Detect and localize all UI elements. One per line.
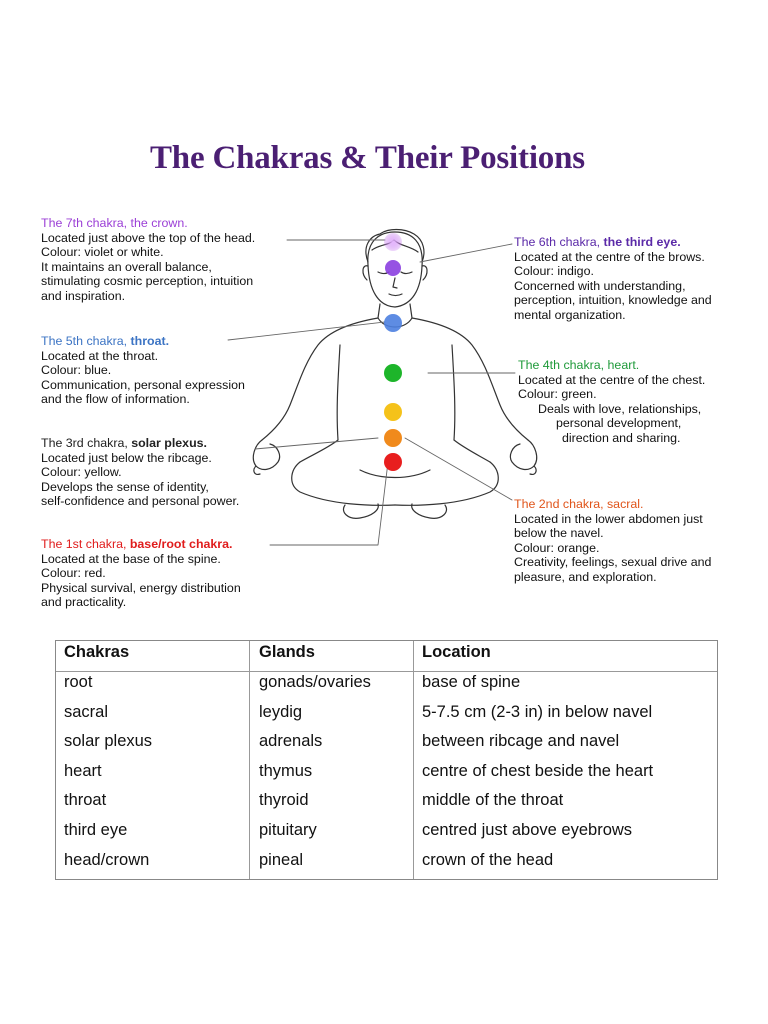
throat-line: and the flow of information. bbox=[41, 392, 190, 407]
solar-plexus-line: Colour: yellow. bbox=[41, 465, 122, 480]
table-cell: adrenals bbox=[259, 732, 323, 750]
table-cell: pineal bbox=[259, 851, 304, 869]
root-chakra-heading: The 1st chakra, base/root chakra. bbox=[41, 537, 241, 552]
page-title: The Chakras & Their Positions bbox=[150, 140, 585, 176]
crown-line: stimulating cosmic perception, intuition bbox=[41, 274, 254, 289]
table-cell: between ribcage and navel bbox=[422, 732, 620, 750]
crown-line: Located just above the top of the head. bbox=[41, 230, 256, 245]
sacral-line: Creativity, feelings, sexual drive and bbox=[514, 555, 712, 570]
crown-chakra-heading: The 7th chakra, the crown. bbox=[41, 216, 188, 230]
heart-chakra-description: The 4th chakra, heart. Located at the ce… bbox=[518, 358, 705, 446]
table-cell: pituitary bbox=[259, 821, 317, 839]
throat-heading-name: throat. bbox=[127, 334, 170, 348]
third-eye-line: Concerned with understanding, bbox=[514, 278, 686, 293]
heart-line: personal development, bbox=[556, 416, 682, 431]
root-line: Located at the base of the spine. bbox=[41, 551, 221, 566]
root-line: and practicality. bbox=[41, 595, 127, 610]
throat-line: Colour: blue. bbox=[41, 363, 112, 378]
sacral-chakra-heading: The 2nd chakra, sacral. bbox=[514, 497, 644, 511]
table-cell: sacral bbox=[64, 703, 109, 721]
sacral-line: pleasure, and exploration. bbox=[514, 569, 657, 584]
throat-chakra-heading: The 5th chakra, throat. bbox=[41, 334, 245, 349]
third-eye-heading-prefix: The 6th chakra, bbox=[514, 235, 601, 249]
table-cell: middle of the throat bbox=[422, 791, 564, 809]
heart-line: direction and sharing. bbox=[562, 430, 681, 445]
table-header-glands: Glands bbox=[259, 643, 315, 661]
heart-chakra-dot bbox=[384, 364, 402, 382]
table-cell: crown of the head bbox=[422, 851, 554, 869]
third-eye-line: Colour: indigo. bbox=[514, 264, 594, 279]
heart-line: Deals with love, relationships, bbox=[538, 401, 702, 416]
sacral-line: Colour: orange. bbox=[514, 540, 600, 555]
root-line: Physical survival, energy distribution bbox=[41, 580, 241, 595]
table-cell: root bbox=[64, 673, 93, 691]
third-eye-line: perception, intuition, knowledge and bbox=[514, 293, 712, 308]
table-cell: thymus bbox=[259, 762, 313, 780]
third-eye-line: mental organization. bbox=[514, 307, 626, 322]
solar-plexus-chakra-heading: The 3rd chakra, solar plexus. bbox=[41, 436, 239, 451]
throat-chakra-dot bbox=[384, 314, 402, 332]
heart-line: Located at the centre of the chest. bbox=[518, 372, 706, 387]
root-line: Colour: red. bbox=[41, 566, 106, 581]
table-cell: gonads/ovaries bbox=[259, 673, 371, 691]
throat-line: Communication, personal expression bbox=[41, 377, 245, 392]
table-cell: leydig bbox=[259, 703, 303, 721]
throat-heading-prefix: The 5th chakra, bbox=[41, 334, 128, 348]
solar-plexus-heading-prefix: The 3rd chakra, bbox=[41, 436, 128, 450]
table-cell: third eye bbox=[64, 821, 128, 839]
chakra-glands-table: Chakras Glands Location root gonads/ovar… bbox=[55, 640, 718, 880]
third-eye-chakra-dot bbox=[385, 260, 401, 276]
table-header-chakras: Chakras bbox=[64, 643, 130, 661]
solar-plexus-chakra-dot bbox=[384, 403, 402, 421]
heart-line: Colour: green. bbox=[518, 387, 597, 402]
table-header-location: Location bbox=[422, 643, 491, 661]
table-cell: thyroid bbox=[259, 791, 309, 809]
solar-plexus-heading-name: solar plexus. bbox=[127, 436, 207, 450]
solar-plexus-line: Located just below the ribcage. bbox=[41, 450, 212, 465]
solar-plexus-chakra-description: The 3rd chakra, solar plexus. Located ju… bbox=[41, 436, 239, 509]
sacral-chakra-description: The 2nd chakra, sacral. Located in the l… bbox=[514, 497, 711, 585]
crown-chakra-dot bbox=[384, 233, 402, 251]
table-header-row bbox=[56, 641, 717, 672]
solar-plexus-line: self-confidence and personal power. bbox=[41, 494, 240, 509]
crown-chakra-description: The 7th chakra, the crown. Located just … bbox=[41, 216, 255, 304]
root-chakra-description: The 1st chakra, base/root chakra. Locate… bbox=[41, 537, 241, 610]
third-eye-chakra-description: The 6th chakra, the third eye. Located a… bbox=[514, 235, 712, 323]
table-cell: throat bbox=[64, 791, 107, 809]
crown-line: and inspiration. bbox=[41, 288, 126, 303]
third-eye-line: Located at the centre of the brows. bbox=[514, 249, 705, 264]
sacral-chakra-dot bbox=[384, 429, 402, 447]
meditating-figure-illustration bbox=[227, 228, 538, 546]
root-heading-name: base/root chakra. bbox=[126, 537, 233, 551]
table-cell: 5-7.5 cm (2-3 in) in below navel bbox=[422, 703, 653, 721]
sacral-line: Located in the lower abdomen just bbox=[514, 511, 703, 526]
table-column-divider bbox=[249, 641, 250, 879]
table-cell: head/crown bbox=[64, 851, 150, 869]
table-cell: centre of chest beside the heart bbox=[422, 762, 654, 780]
root-heading-prefix: The 1st chakra, bbox=[41, 537, 127, 551]
throat-line: Located at the throat. bbox=[41, 348, 159, 363]
crown-line: Colour: violet or white. bbox=[41, 245, 164, 260]
heart-chakra-heading: The 4th chakra, heart. bbox=[518, 358, 640, 372]
table-cell: heart bbox=[64, 762, 102, 780]
sacral-line: below the navel. bbox=[514, 526, 604, 541]
crown-line: It maintains an overall balance, bbox=[41, 259, 212, 274]
solar-plexus-line: Develops the sense of identity, bbox=[41, 479, 209, 494]
third-eye-chakra-heading: The 6th chakra, the third eye. bbox=[514, 235, 712, 250]
third-eye-heading-name: the third eye. bbox=[600, 235, 681, 249]
root-chakra-dot bbox=[384, 453, 402, 471]
throat-chakra-description: The 5th chakra, throat. Located at the t… bbox=[41, 334, 245, 407]
table-cell: solar plexus bbox=[64, 732, 153, 750]
table-cell: centred just above eyebrows bbox=[422, 821, 633, 839]
table-cell: base of spine bbox=[422, 673, 521, 691]
table-column-divider bbox=[413, 641, 414, 879]
